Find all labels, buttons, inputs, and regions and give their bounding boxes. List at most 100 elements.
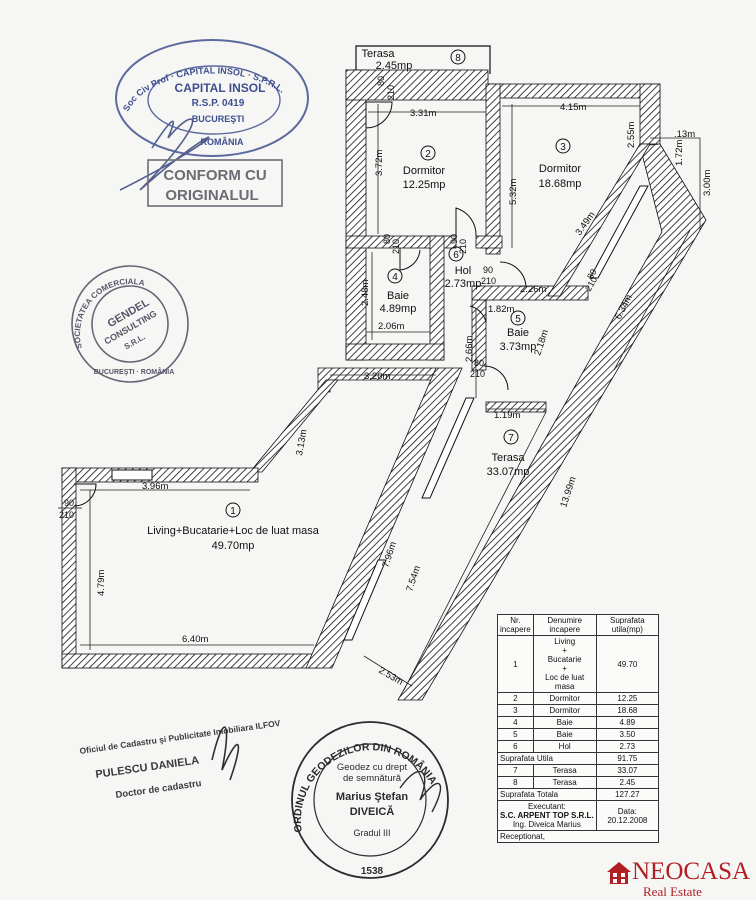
table-row: 3 Dormitor 18.68 (497, 704, 660, 717)
totala-value: 127.27 (595, 788, 660, 801)
table-header-row: Nr. incapere Denumire incapere Suprafata… (497, 614, 660, 636)
table-row: 6 Hol 2.73 (497, 740, 660, 753)
cell-nr: 6 (497, 740, 534, 753)
wall-bath4-bottom (345, 343, 445, 361)
dim-479: 4.79m (96, 570, 107, 596)
room-area-5: 3.73mp (500, 341, 537, 353)
geodez-2: de semnătură (343, 773, 402, 784)
cell-nr: 4 (497, 716, 534, 729)
door-labels: 80 210 80 210 90 210 90 210 80 210 80 21… (59, 76, 599, 520)
door-bath4 (399, 248, 421, 271)
dim-line-634 (613, 229, 691, 371)
room-num-2: 2 (425, 149, 431, 160)
utila-label: Suprafata Utila (497, 752, 597, 765)
gendel-text: GENDEL CONSULTING S.R.L. BUCUREŞTI · ROM… (94, 297, 175, 376)
room-name-2: Dormitor (403, 165, 446, 177)
door-1-h: 210 (386, 85, 396, 100)
geodez-stamp (291, 721, 449, 879)
cell-nr: 1 (497, 635, 534, 693)
wall-right-top (639, 83, 661, 145)
wall-between-bedrooms (485, 83, 501, 255)
room-name-3: Dormitor (539, 163, 582, 175)
conform-frame (147, 159, 283, 207)
dim-396: 3.96m (142, 481, 168, 492)
wall-bath4-right (429, 235, 445, 361)
geodez-3: Marius Ştefan (336, 791, 408, 803)
door-4-w: 90 (483, 265, 493, 275)
cell-name: Terasa (532, 764, 597, 777)
cell-nr: 3 (497, 704, 534, 717)
door-bedroom3 (499, 261, 527, 289)
dim-255: 2.55m (626, 122, 637, 148)
dim-640: 6.40m (182, 634, 208, 645)
room-circle-4 (387, 268, 403, 284)
cell-area: 2.73 (595, 740, 660, 753)
utila-value: 91.75 (595, 752, 660, 765)
dim-415: 4.15m (560, 102, 586, 113)
row1-name-4: + (562, 664, 568, 673)
door-2-h: 210 (391, 239, 401, 254)
area-summary-table: Nr. incapere Denumire incapere Suprafata… (497, 614, 660, 843)
oficiu-line-2: PULESCU DANIELA (95, 755, 200, 781)
door-hall (455, 207, 477, 237)
dim-248: 2.48m (360, 280, 371, 306)
cell-area: 33.07 (595, 764, 660, 777)
logo-wordmark: NEOCASA (632, 858, 751, 885)
door-bedroom2 (365, 101, 393, 129)
wall-living-diagonal (249, 379, 339, 473)
row1-name-2: + (562, 646, 568, 655)
conform-line-1: CONFORM CU (163, 167, 266, 184)
door-5-w: 80 (585, 267, 599, 281)
dim-206: 2.06m (378, 321, 404, 332)
table-row: 5 Baie 3.50 (497, 728, 660, 741)
room-circle-1 (225, 502, 241, 518)
door-terrace (483, 365, 509, 391)
header-nr: Nr. incapere (497, 614, 534, 636)
table-row: 7 Terasa 33.07 (497, 764, 660, 777)
terrace8-outline (355, 45, 491, 74)
geodez-inner (313, 743, 427, 857)
door-2-w: 80 (382, 234, 392, 244)
cell-area: 49.70 (595, 635, 660, 693)
wall-living-bottom (61, 653, 321, 669)
executant-label: Executant: (527, 802, 566, 811)
door-label-7: 90 210 (59, 498, 74, 520)
wall-top-bedroom3 (487, 83, 661, 99)
data-cell: Data: 20.12.2008 (595, 800, 660, 831)
dim-013: .13m (674, 129, 695, 140)
geodez-text: Geodez cu drept de semnătură Marius Ştef… (336, 762, 408, 877)
room-circle-2 (420, 145, 436, 161)
executant-cell: Executant: S.C. ARPENT TOP S.R.L. Ing. D… (497, 800, 597, 831)
room-area-8: 2.45mp (376, 60, 413, 72)
room-name-8: Terasa (361, 48, 395, 60)
room-labels: 1 Living+Bucatarie+Loc de luat masa 49.7… (147, 48, 581, 552)
wall-top-bedroom2 (345, 69, 489, 101)
gendel-inner (91, 285, 169, 363)
logo-tagline: Real Estate Solutions (643, 884, 702, 899)
oficiu-stamp: Oficiul de Cadastru şi Publicitate Imobi… (79, 718, 281, 801)
door-4-h: 210 (481, 276, 496, 286)
executant-row: Executant: S.C. ARPENT TOP S.R.L. Ing. D… (497, 800, 660, 831)
capital-insol-stamp (115, 39, 309, 191)
utila-row: Suprafata Utila 91.75 (497, 752, 660, 765)
row1-name-5: Loc de luat masa (545, 673, 585, 691)
row1-name-1: Living (554, 637, 576, 646)
room-area-4: 4.89mp (380, 303, 417, 315)
cell-name: Hol (532, 740, 597, 753)
cell-nr: 8 (497, 776, 534, 789)
cell-area: 18.68 (595, 704, 660, 717)
door-7-w: 90 (64, 498, 74, 508)
oficiu-line-3: Doctor de cadastru (115, 778, 202, 801)
gendel-stamp (71, 265, 189, 383)
neocasa-logo: NEOCASA Real Estate Solutions (604, 856, 754, 900)
wall-bath5-left (471, 299, 487, 371)
dim-253: 2.53m (377, 665, 405, 688)
dim-line-1399 (403, 411, 547, 691)
cell-name: Baie (532, 716, 597, 729)
room-name-5: Baie (507, 327, 529, 339)
geodez-4: DIVEICĂ (350, 805, 395, 818)
cell-nr: 7 (497, 764, 534, 777)
table-row: 8 Terasa 2.45 (497, 776, 660, 789)
